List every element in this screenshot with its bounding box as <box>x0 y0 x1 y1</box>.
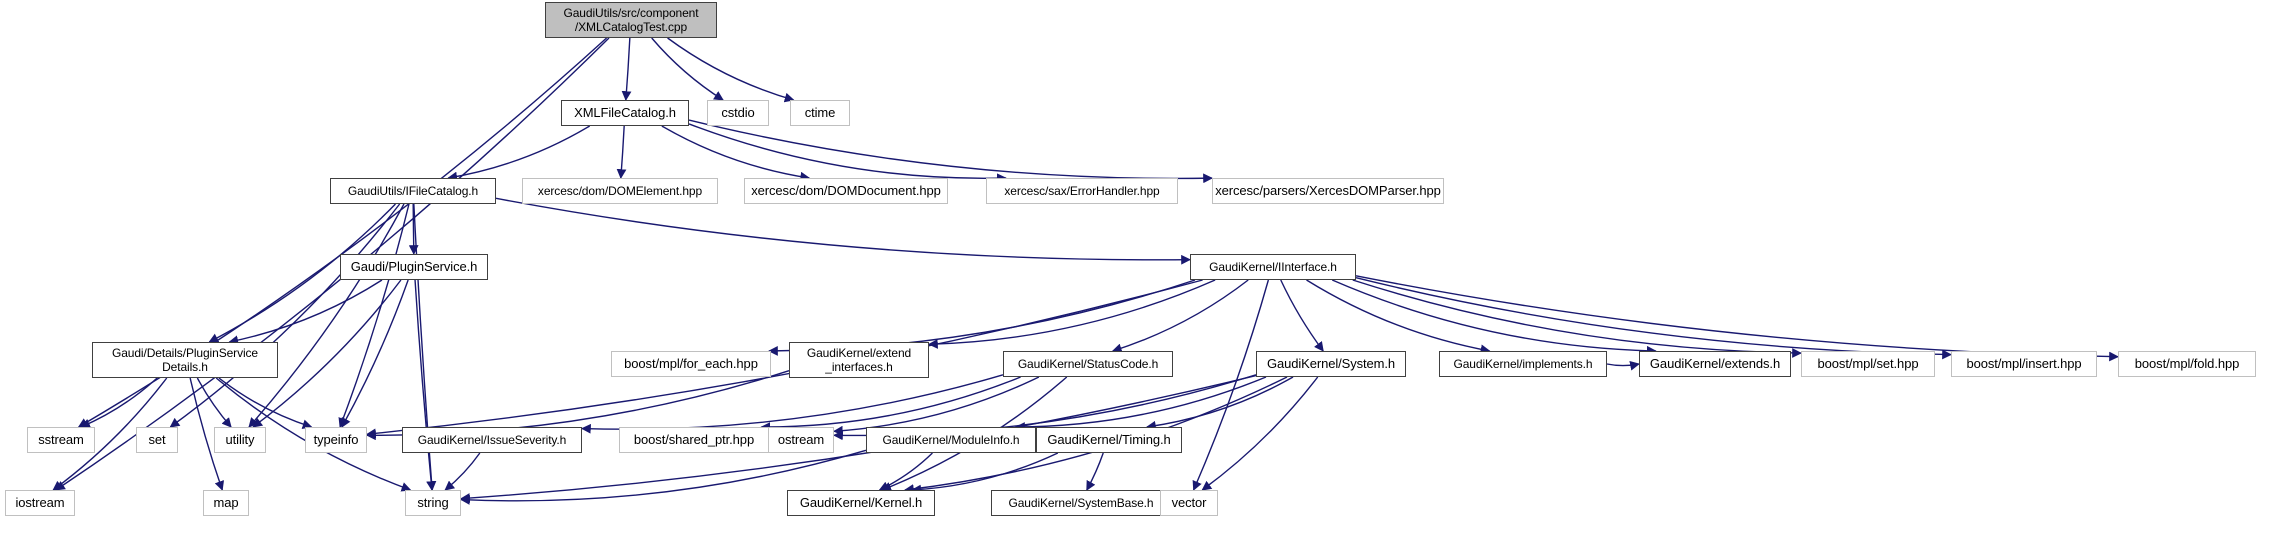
graph-node-string[interactable]: string <box>405 490 461 516</box>
edge-ifilecatalog-to-pluginservice <box>408 203 419 255</box>
edge-iinterface-to-mplinsert <box>1355 277 1952 360</box>
graph-node-vector[interactable]: vector <box>1160 490 1218 516</box>
edge-xmlfilecatalog-to-errorhandler <box>688 123 1007 184</box>
graph-node-ostream[interactable]: ostream <box>768 427 834 453</box>
edge-iinterface-to-mplfold <box>1355 275 2119 362</box>
edge-ifilecatalog-to-iinterface <box>495 197 1191 265</box>
edge-statuscode-to-ostream <box>833 376 1040 436</box>
edge-pluginservice-to-pluginsvcdet <box>228 279 383 346</box>
edge-timing-to-systembase <box>1086 452 1104 491</box>
graph-node-root[interactable]: GaudiUtils/src/component /XMLCatalogTest… <box>545 2 717 38</box>
edge-iinterface-to-statuscode <box>1111 279 1249 353</box>
edge-extendif-to-typeinfo <box>366 370 790 441</box>
graph-node-ifilecatalog[interactable]: GaudiUtils/IFileCatalog.h <box>330 178 496 204</box>
edge-timing-to-kernel <box>911 452 1059 495</box>
graph-node-extendif[interactable]: GaudiKernel/extend _interfaces.h <box>789 342 929 378</box>
graph-node-domelement[interactable]: xercesc/dom/DOMElement.hpp <box>522 178 718 204</box>
edge-iinterface-to-extends <box>1331 279 1657 356</box>
graph-node-sstream[interactable]: sstream <box>27 427 95 453</box>
edge-pluginservice-to-typeinfo <box>341 279 409 428</box>
graph-node-utility[interactable]: utility <box>214 427 266 453</box>
edge-xmlfilecatalog-to-domelement <box>616 125 627 179</box>
edge-root-to-ctime <box>667 37 795 103</box>
graph-node-xmlfilecatalog[interactable]: XMLFileCatalog.h <box>561 100 689 126</box>
graph-node-sharedptr[interactable]: boost/shared_ptr.hpp <box>619 427 769 453</box>
graph-node-domdocument[interactable]: xercesc/dom/DOMDocument.hpp <box>744 178 948 204</box>
edge-xmlfilecatalog-to-ifilecatalog <box>447 125 591 182</box>
edge-iinterface-to-mplset <box>1352 279 1802 358</box>
edge-moduleinfo-to-kernel <box>878 452 933 491</box>
edge-iinterface-to-vector <box>1192 279 1270 491</box>
graph-node-systembase[interactable]: GaudiKernel/SystemBase.h <box>991 490 1171 516</box>
edge-xmlfilecatalog-to-domdocument <box>661 125 811 182</box>
graph-node-ctime[interactable]: ctime <box>790 100 850 126</box>
edge-system-to-vector <box>1201 376 1319 491</box>
graph-node-pluginsvcdet[interactable]: Gaudi/Details/PluginService Details.h <box>92 342 278 378</box>
graph-node-implements[interactable]: GaudiKernel/implements.h <box>1439 351 1607 377</box>
graph-node-xercesdomparser[interactable]: xercesc/parsers/XercesDOMParser.hpp <box>1212 178 1444 204</box>
graph-node-mplset[interactable]: boost/mpl/set.hpp <box>1801 351 1935 377</box>
edge-iinterface-to-mplforeach <box>768 279 1196 356</box>
graph-node-mplforeach[interactable]: boost/mpl/for_each.hpp <box>611 351 771 377</box>
edge-implements-to-extends <box>1606 360 1640 371</box>
edge-pluginsvcdet-to-typeinfo <box>218 377 313 429</box>
graph-node-timing[interactable]: GaudiKernel/Timing.h <box>1036 427 1182 453</box>
edge-root-to-cstdio <box>651 37 724 101</box>
edge-statuscode-to-sharedptr <box>760 376 1021 432</box>
edge-system-to-moduleinfo <box>1015 376 1267 432</box>
edge-iinterface-to-implements <box>1306 279 1491 355</box>
edge-ifilecatalog-to-typeinfo <box>338 203 410 428</box>
graph-node-cstdio[interactable]: cstdio <box>707 100 769 126</box>
graph-node-map[interactable]: map <box>203 490 249 516</box>
edge-issueseverity-to-string <box>444 452 481 491</box>
edge-statuscode-to-issueseverity <box>581 374 1004 434</box>
graph-node-typeinfo[interactable]: typeinfo <box>305 427 367 453</box>
edge-pluginsvcdet-to-utility <box>196 377 232 428</box>
graph-node-pluginservice[interactable]: Gaudi/PluginService.h <box>340 254 488 280</box>
graph-node-set[interactable]: set <box>136 427 178 453</box>
edge-iinterface-to-extendif <box>928 279 1216 349</box>
graph-node-system[interactable]: GaudiKernel/System.h <box>1256 351 1406 377</box>
edge-xmlfilecatalog-to-xercesdomparser <box>688 119 1213 184</box>
graph-node-iostream[interactable]: iostream <box>5 490 75 516</box>
edge-ifilecatalog-to-utility <box>248 203 405 428</box>
graph-node-moduleinfo[interactable]: GaudiKernel/ModuleInfo.h <box>866 427 1036 453</box>
graph-node-mplinsert[interactable]: boost/mpl/insert.hpp <box>1951 351 2097 377</box>
graph-node-statuscode[interactable]: GaudiKernel/StatusCode.h <box>1003 351 1173 377</box>
graph-node-errorhandler[interactable]: xercesc/sax/ErrorHandler.hpp <box>986 178 1178 204</box>
graph-node-mplfold[interactable]: boost/mpl/fold.hpp <box>2118 351 2256 377</box>
graph-node-iinterface[interactable]: GaudiKernel/IInterface.h <box>1190 254 1356 280</box>
edge-iinterface-to-system <box>1280 279 1324 352</box>
edge-root-to-xmlfilecatalog <box>621 37 632 101</box>
edge-system-to-timing <box>1146 376 1294 431</box>
graph-node-kernel[interactable]: GaudiKernel/Kernel.h <box>787 490 935 516</box>
edge-ifilecatalog-to-set <box>169 203 401 428</box>
graph-node-issueseverity[interactable]: GaudiKernel/IssueSeverity.h <box>402 427 582 453</box>
edge-pluginsvcdet-to-sstream <box>80 377 158 429</box>
edge-root-to-iostream <box>55 37 610 491</box>
graph-node-extends[interactable]: GaudiKernel/extends.h <box>1639 351 1791 377</box>
edge-pluginservice-to-string <box>414 279 436 491</box>
